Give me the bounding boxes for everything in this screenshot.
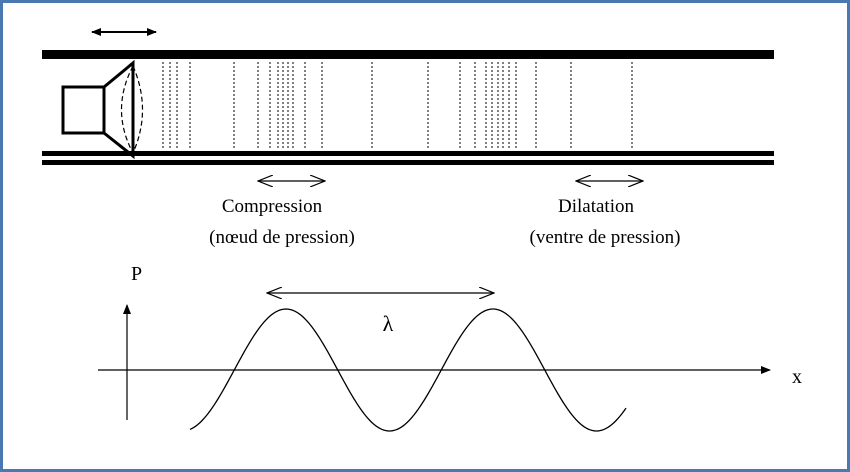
tube bbox=[42, 50, 774, 165]
pressure-wave-curve bbox=[189, 308, 627, 432]
wavelength-label: λ bbox=[383, 311, 394, 336]
loudspeaker-icon bbox=[61, 59, 144, 160]
dilatation-sublabel: (ventre de pression) bbox=[530, 227, 681, 248]
pressure-axis-label: P bbox=[131, 263, 142, 285]
compression-sublabel: (nœud de pression) bbox=[209, 227, 355, 248]
position-axis-label: x bbox=[792, 366, 802, 388]
wavefront-lines bbox=[162, 62, 633, 150]
tube-top-wall bbox=[42, 50, 774, 59]
tube-bottom-wall-inner bbox=[42, 160, 774, 165]
compression-label: Compression bbox=[222, 196, 323, 217]
dilatation-label: Dilatation bbox=[558, 196, 634, 217]
tube-bottom-wall-outer bbox=[42, 151, 774, 156]
